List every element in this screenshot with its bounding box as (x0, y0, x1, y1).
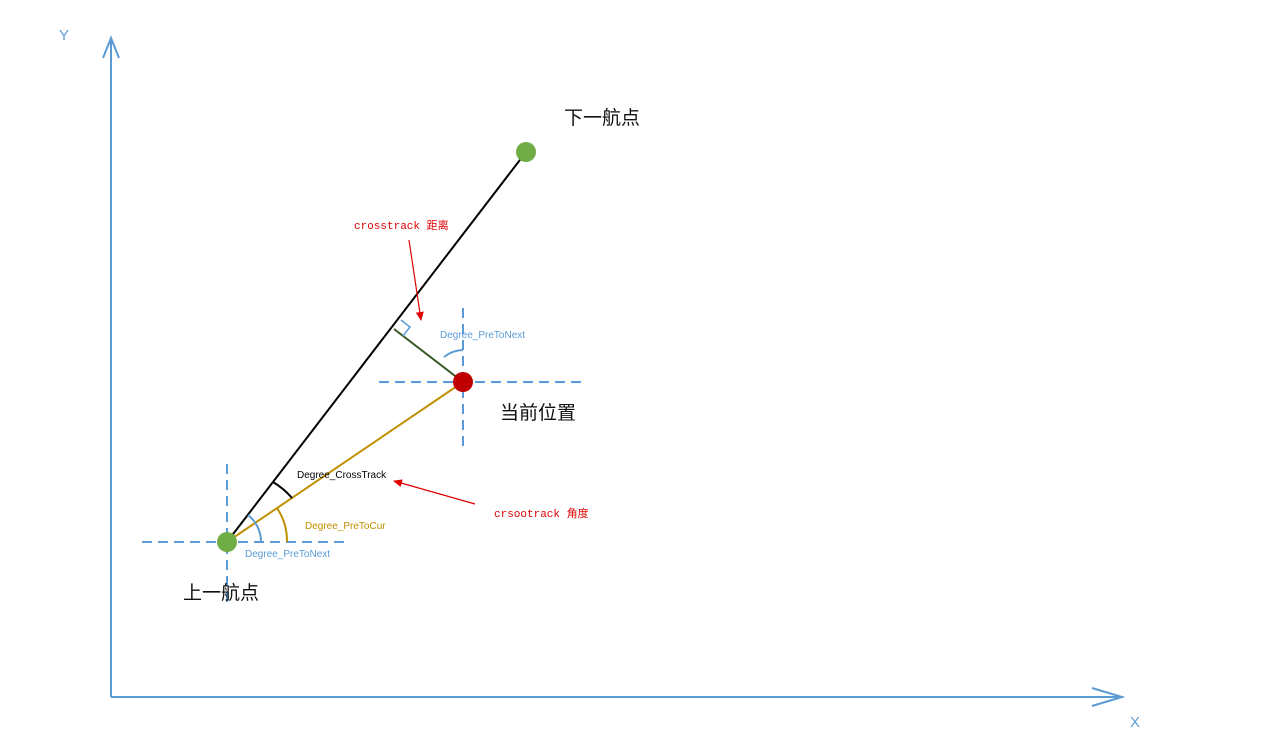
degree-pretonext-current-label: Degree_PreToNext (440, 330, 525, 341)
crosstrack-distance-arrow (408, 239, 424, 321)
pretocur-line (226, 381, 464, 543)
prev-waypoint-dot (217, 532, 237, 552)
y-axis-label: Y (59, 27, 69, 44)
degree-pretocur-label: Degree_PreToCur (305, 521, 386, 532)
next-waypoint-label: 下一航点 (564, 107, 640, 129)
track-line (226, 151, 527, 543)
next-waypoint-dot (516, 142, 536, 162)
crosstrack-angle-label: crsootrack 角度 (494, 506, 589, 521)
pretocur-angle-arc (276, 507, 289, 543)
x-axis-label: X (1130, 714, 1140, 731)
degree-crosstrack-label: Degree_CrossTrack (297, 470, 387, 481)
crosstrack-perpendicular (393, 328, 464, 383)
crosstrack-angle-arc (272, 481, 293, 499)
current-pretonext-angle-arc (443, 349, 464, 358)
current-position-label: 当前位置 (500, 402, 576, 424)
degree-pretonext-prev-label: Degree_PreToNext (245, 549, 330, 560)
current-position-crosshair (379, 308, 585, 447)
y-axis (102, 35, 120, 697)
current-position-dot (453, 372, 473, 392)
crosstrack-distance-label: crosstrack 距离 (354, 218, 449, 233)
crosstrack-angle-arrow (393, 479, 476, 505)
x-axis (111, 687, 1126, 707)
prev-waypoint-label: 上一航点 (183, 582, 259, 604)
pretonext-angle-arc (247, 514, 263, 543)
right-angle-marker (400, 319, 412, 337)
